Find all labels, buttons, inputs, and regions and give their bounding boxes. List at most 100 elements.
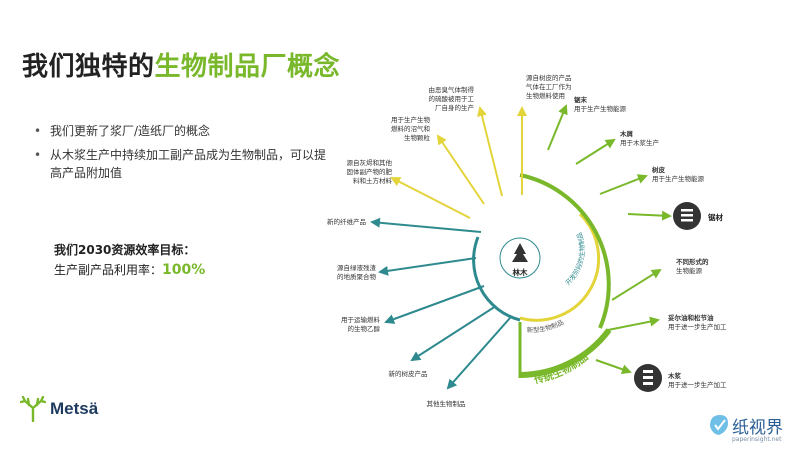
ring-label-inner: 开发阶段的生物制品 xyxy=(564,231,586,287)
goal-value: 100% xyxy=(162,262,206,278)
right-product-name: 木浆 xyxy=(667,371,682,380)
ring-label-outer: 传统生物制品 xyxy=(532,351,591,387)
left-product-labels: 新的纤维产品源自绿液残渣的地质聚合物用于运输燃料的生物乙醇新的树皮产品其他生物制… xyxy=(327,217,466,408)
tree-icon xyxy=(512,243,528,262)
top-product-label-line: 料和土方材料 xyxy=(353,176,393,185)
right-product-name: 树皮 xyxy=(652,165,666,174)
right-product-labels: 锯末用于生产生物能源木屑用于木浆生产树皮用于生产生物能源锯材不同形式的生物能源妥… xyxy=(574,95,727,389)
right-arrow xyxy=(607,316,660,331)
top-product-label-line: 生物燃料使用 xyxy=(526,91,565,100)
right-product-label: 不同形式的生物能源 xyxy=(676,257,709,275)
ring-label-outer-text: 传统生物制品 xyxy=(532,351,591,387)
right-product-desc: 用于生产生物能源 xyxy=(574,104,627,113)
top-arrow xyxy=(477,106,503,197)
right-product-name: 不同形式的 xyxy=(676,257,709,266)
bullet-item: 我们更新了浆厂/造纸厂的概念 xyxy=(34,122,334,140)
left-product-label-line: 用于运输燃料 xyxy=(341,315,381,324)
plank-icon xyxy=(681,214,693,217)
right-arrow xyxy=(611,268,662,301)
left-product-label: 源自绿液残渣的地质聚合物 xyxy=(337,263,377,281)
ring-outer xyxy=(519,173,611,329)
left-product-label: 其他生物制品 xyxy=(427,399,466,408)
watermark-icon xyxy=(710,415,728,435)
left-arrow xyxy=(384,285,485,324)
top-product-label-line: 由恶臭气体制得 xyxy=(429,85,475,94)
plank-icon xyxy=(681,209,693,212)
left-product-label: 新的树皮产品 xyxy=(389,369,428,378)
right-arrow xyxy=(627,210,672,221)
goal-box: 我们2030资源效率目标： 生产副产品利用率：100% xyxy=(54,240,205,280)
top-arrow xyxy=(436,134,485,205)
plank-icon xyxy=(681,219,693,222)
left-product-label: 新的纤维产品 xyxy=(327,217,366,226)
right-arrow xyxy=(575,138,616,165)
goal-line: 生产副产品利用率：100% xyxy=(54,260,205,280)
right-product-desc: 用于进一步生产加工 xyxy=(668,380,727,389)
watermark-sub: paperinsight.net xyxy=(732,436,782,443)
top-arrow xyxy=(390,177,471,219)
pulp-bale-icon xyxy=(643,370,653,373)
left-product-label-line: 的生物乙醇 xyxy=(348,324,381,333)
center-label: 林木 xyxy=(513,267,528,277)
goal-label: 生产副产品利用率： xyxy=(54,263,163,277)
top-product-label-line: 生物颗粒 xyxy=(404,133,431,142)
pulp-bale-icon xyxy=(643,376,653,379)
left-arrow xyxy=(446,317,511,390)
right-product-name: 锯末 xyxy=(574,95,588,104)
right-product-name: 锯材 xyxy=(708,212,723,222)
left-arrow xyxy=(378,257,477,276)
right-product-desc: 生物能源 xyxy=(676,266,703,275)
right-arrow xyxy=(547,104,568,151)
top-product-label: 源自树皮的产品气体在工厂作为生物燃料使用 xyxy=(526,73,572,100)
top-product-label: 源自灰烬和其他固体副产物的肥料和土方材料 xyxy=(347,158,393,185)
ring-label-inner-text: 开发阶段的生物制品 xyxy=(564,231,586,287)
bullet-item: 从木浆生产中持续加工副产品成为生物制品，可以提高产品附加值 xyxy=(34,146,334,182)
right-product-label: 妥尔油和松节油用于进一步生产加工 xyxy=(668,313,727,331)
right-product-name: 木屑 xyxy=(619,129,633,138)
ring-middle xyxy=(519,212,601,322)
top-product-label-line: 源自树皮的产品 xyxy=(526,73,572,82)
left-product-label-line: 其他生物制品 xyxy=(427,399,466,408)
right-arrows xyxy=(547,104,672,375)
top-product-label: 用于生产生物燃料的沼气和生物颗粒 xyxy=(391,115,431,142)
top-product-labels: 源自灰烬和其他固体副产物的肥料和土方材料 用于生产生物燃料的沼气和生物颗粒 由恶臭气… xyxy=(347,73,572,185)
left-arrows xyxy=(370,217,511,390)
right-product-desc: 用于进一步生产加工 xyxy=(668,322,727,331)
logo-text: Metsä xyxy=(50,399,99,418)
left-product-label-line: 的地质聚合物 xyxy=(337,272,377,281)
goal-title: 我们2030资源效率目标： xyxy=(54,243,196,257)
top-product-label-line: 厂自身的生产 xyxy=(435,103,475,112)
right-product-label: 锯材 xyxy=(708,212,723,222)
metsa-logo: Metsä xyxy=(20,396,98,422)
left-product-label-line: 源自绿液残渣 xyxy=(337,263,377,272)
top-product-label-line: 燃料的沼气和 xyxy=(391,124,430,133)
right-product-desc: 用于生产生物能源 xyxy=(652,174,705,183)
top-product-label-line: 源自灰烬和其他 xyxy=(347,158,393,167)
sawn-timber-node xyxy=(673,202,701,230)
right-product-label: 锯末用于生产生物能源 xyxy=(574,95,627,113)
top-product-label-line: 固体副产物的肥 xyxy=(347,167,393,176)
pulp-bale-icon xyxy=(643,382,653,385)
title-part-1: 我们独特的 xyxy=(22,52,155,82)
watermark-text: 纸视界 xyxy=(732,417,783,438)
watermark: 纸视界 paperinsight.net xyxy=(706,412,783,443)
pulp-node xyxy=(634,364,662,392)
page-title: 我们独特的生物制品厂概念 xyxy=(22,46,340,83)
top-arrows xyxy=(390,106,527,219)
right-product-label: 木浆用于进一步生产加工 xyxy=(667,371,727,389)
left-arrow xyxy=(410,305,497,362)
right-product-name: 妥尔油和松节油 xyxy=(668,313,714,322)
top-product-label: 由恶臭气体制得的硫酸被用于工厂自身的生产 xyxy=(429,85,475,112)
left-product-label-line: 新的纤维产品 xyxy=(327,217,366,226)
top-product-label-line: 用于生产生物 xyxy=(391,115,431,124)
top-product-label-line: 的硫酸被用于工 xyxy=(429,94,475,103)
bullet-list: 我们更新了浆厂/造纸厂的概念 从木浆生产中持续加工副产品成为生物制品，可以提高产… xyxy=(34,122,334,188)
antler-icon xyxy=(20,396,46,422)
left-product-label-line: 新的树皮产品 xyxy=(389,369,428,378)
right-product-desc: 用于木浆生产 xyxy=(620,138,660,147)
ring-outer-band xyxy=(519,328,612,378)
title-part-2: 生物制品厂概念 xyxy=(154,52,341,82)
left-arrow xyxy=(370,217,482,233)
